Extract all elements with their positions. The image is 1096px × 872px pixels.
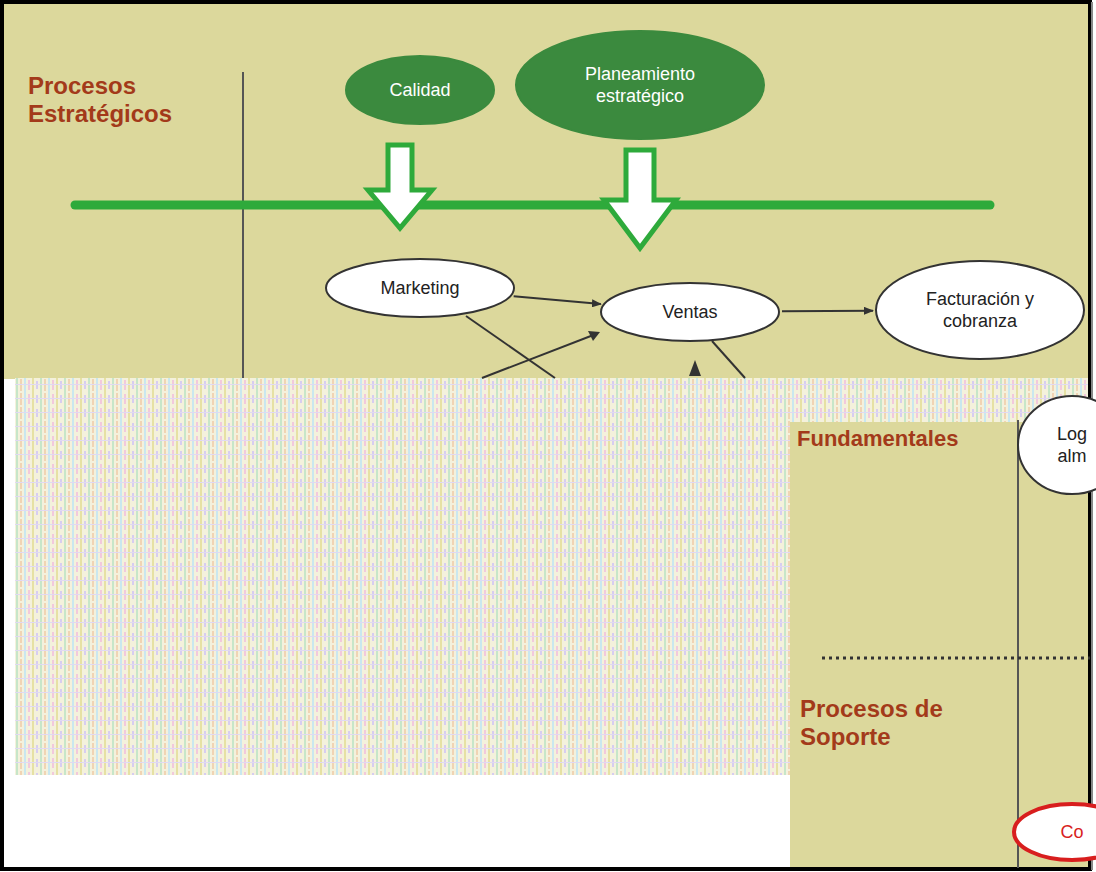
- divider: [1017, 420, 1019, 868]
- glitch-strip: [15, 378, 1090, 422]
- flow-arrow: [514, 296, 601, 304]
- process-ellipse: Facturación y cobranza: [875, 260, 1085, 360]
- ellipse-outline: [515, 30, 765, 140]
- node-text: Facturación y cobranza: [925, 288, 1035, 333]
- top-ground: [3, 3, 1090, 379]
- node-text: Log alm: [1057, 423, 1087, 468]
- strategic-ellipse: Calidad: [345, 55, 495, 125]
- section-label: Procesos de Soporte: [800, 695, 975, 750]
- node-text: Ventas: [662, 301, 717, 324]
- process-ellipse: Ventas: [600, 282, 780, 342]
- process-ellipse: Marketing: [325, 258, 515, 318]
- flow-arrow: [782, 310, 873, 313]
- flow-line: [712, 341, 745, 378]
- separator-line: [75, 201, 990, 210]
- dotted-divider: [822, 657, 1090, 660]
- node-text: Calidad: [389, 79, 450, 102]
- divider: [242, 72, 244, 378]
- section-label: Procesos Estratégicos: [28, 72, 228, 127]
- process-ellipse: Log alm: [1017, 395, 1096, 495]
- block-arrow: [368, 145, 432, 228]
- glitch-area: [15, 378, 790, 775]
- arrow-head: [689, 360, 701, 376]
- ellipse-outline: [1017, 395, 1096, 495]
- section-label: Fundamentales: [797, 426, 958, 451]
- flow-line: [466, 316, 555, 378]
- block-arrow: [604, 150, 676, 248]
- node-text: Co: [1060, 821, 1083, 844]
- support-ellipse: Co: [1012, 802, 1096, 862]
- strategic-ellipse: Planeamiento estratégico: [515, 30, 765, 140]
- flow-line: [482, 334, 596, 378]
- node-text: Planeamiento estratégico: [565, 63, 715, 108]
- ellipse-outline: [875, 260, 1085, 360]
- arrow-head: [588, 331, 600, 341]
- node-text: Marketing: [380, 277, 459, 300]
